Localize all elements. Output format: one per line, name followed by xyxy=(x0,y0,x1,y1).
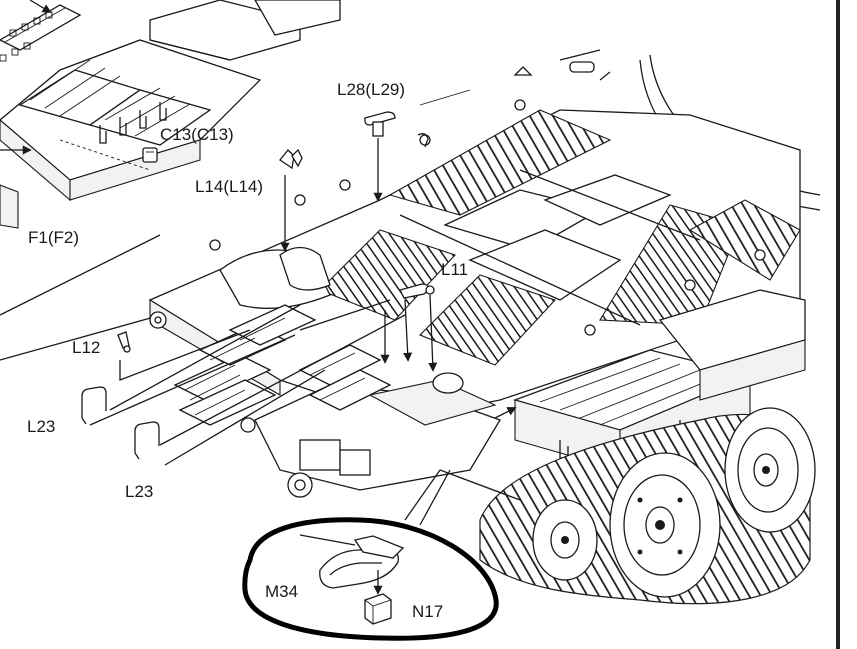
label-c13: C13(C13) xyxy=(160,125,234,144)
suspension-parts-left xyxy=(173,304,392,426)
front-transmission-area xyxy=(240,372,521,526)
road-wheel-front xyxy=(609,452,721,598)
rack-comb xyxy=(0,4,82,62)
part-l11 xyxy=(299,283,438,372)
part-hook-top xyxy=(417,133,429,148)
label-l14: L14(L14) xyxy=(195,177,263,196)
upper-left-subassembly xyxy=(0,0,341,229)
part-l12 xyxy=(117,329,251,381)
part-l28 xyxy=(364,111,396,202)
label-l28: L28(L29) xyxy=(337,80,405,99)
label-l12: L12 xyxy=(72,338,100,357)
part-n17 xyxy=(364,593,392,625)
label-l23-b: L23 xyxy=(125,482,153,501)
part-l23-b xyxy=(134,314,406,466)
label-l23-a: L23 xyxy=(27,417,55,436)
part-m34 xyxy=(299,534,405,595)
label-n17: N17 xyxy=(412,602,443,621)
label-l11: L11 xyxy=(441,260,468,279)
part-l23-a xyxy=(81,304,301,426)
part-c13 xyxy=(142,147,158,163)
part-l14 xyxy=(279,148,303,252)
drive-sprocket xyxy=(532,499,598,581)
highlight-ring xyxy=(242,517,499,641)
page-edge-bar xyxy=(836,0,840,649)
road-wheel-rear xyxy=(724,407,816,533)
label-f1: F1(F2) xyxy=(28,228,79,247)
track-and-road-wheels xyxy=(479,407,816,605)
label-m34: M34 xyxy=(265,582,298,601)
